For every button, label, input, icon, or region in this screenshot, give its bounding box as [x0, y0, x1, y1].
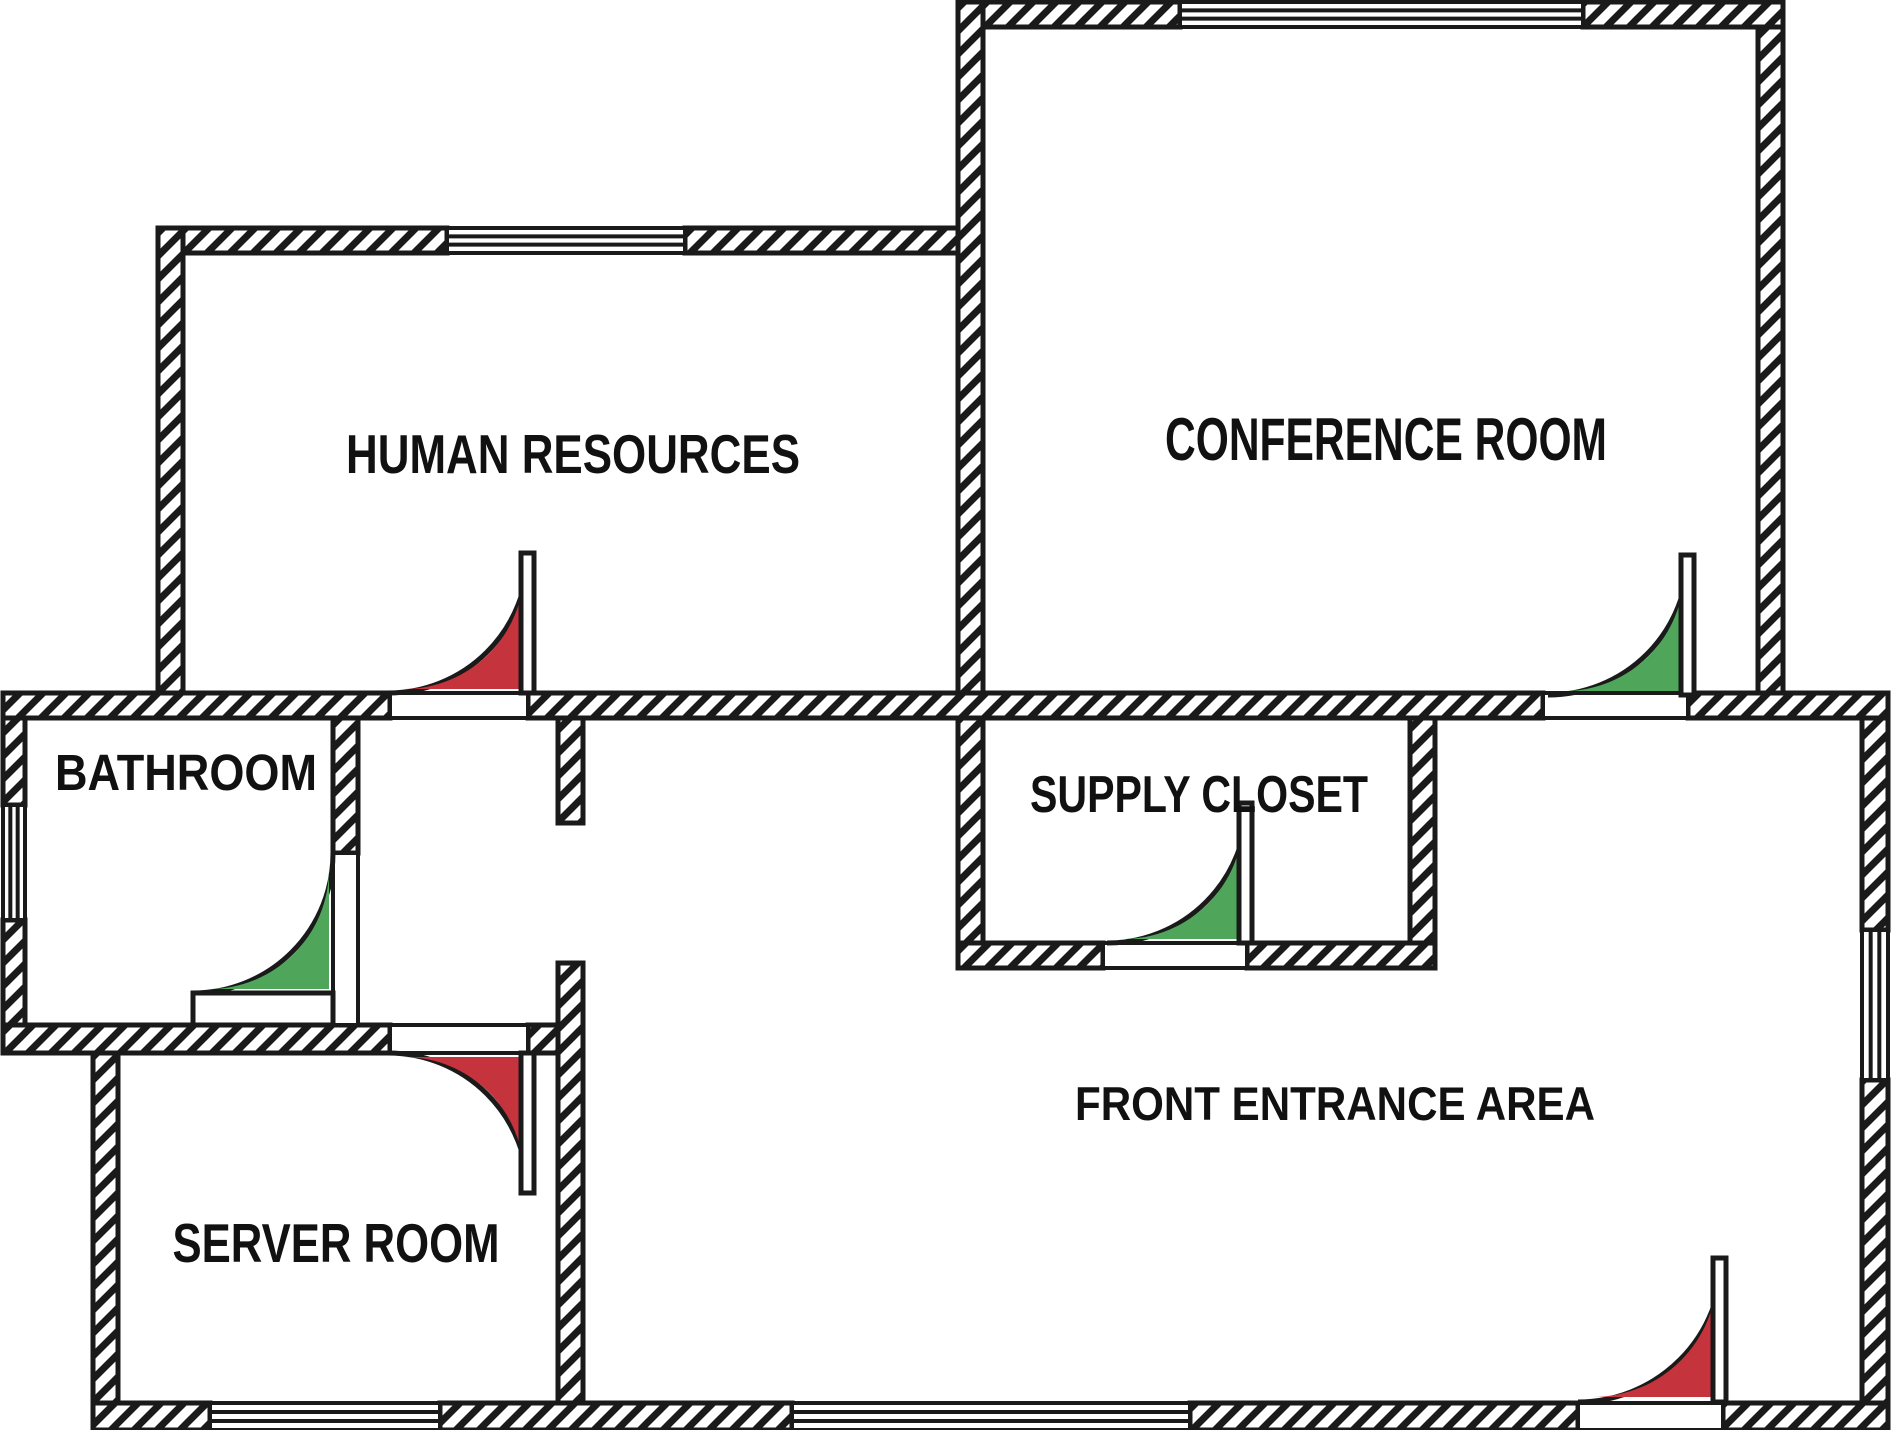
- supply-closet-door: [1106, 800, 1255, 946]
- front-entrance-door-leaf: [1710, 1255, 1729, 1405]
- bathroom-door-opening: [331, 851, 360, 1027]
- room-label-server-room: SERVER ROOM: [173, 1212, 500, 1274]
- wall-bottom-d: [1720, 1400, 1891, 1430]
- wall-bathroom-left-lower: [0, 917, 28, 1028]
- conference-window: [1178, 0, 1585, 29]
- wall-server-door-east: [525, 1022, 561, 1056]
- human-resources-door-leaf: [518, 550, 537, 696]
- room-labels-layer: HUMAN RESOURCES CONFERENCE ROOM BATHROOM SU…: [55, 406, 1607, 1274]
- wall-conference-bottom-east: [1685, 690, 1891, 721]
- bathroom-window: [1, 803, 27, 922]
- entrance-side-window-frame: [1860, 928, 1890, 1082]
- wall-bathroom-right: [330, 715, 361, 856]
- front-entrance-door-opening: [1576, 1401, 1725, 1430]
- room-label-bathroom: BATHROOM: [55, 744, 317, 801]
- server-room-door-opening: [388, 1023, 530, 1055]
- conference-room-door: [1547, 552, 1697, 698]
- bathroom-window-frame: [1, 803, 27, 922]
- wall-closet-left: [955, 715, 986, 946]
- wall-right-outer-upper: [1859, 715, 1891, 933]
- human-resources-door-status-wedge: [404, 569, 524, 689]
- bathroom-door-leaf: [190, 990, 336, 1028]
- front-entrance-door-status-wedge: [1593, 1273, 1717, 1397]
- front-entrance-door: [1577, 1255, 1729, 1405]
- supply-closet-door-leaf: [1236, 800, 1255, 946]
- room-label-human-resources: HUMAN RESOURCES: [346, 423, 800, 485]
- wall-closet-bottom-west: [955, 940, 1106, 971]
- supply-closet-door-opening: [1101, 941, 1249, 970]
- wall-corridor-right: [555, 960, 586, 1406]
- wall-hr-top-east: [682, 225, 961, 256]
- conference-room-door-opening: [1541, 691, 1690, 720]
- server-room-door: [387, 1050, 537, 1196]
- wall-closet-right: [1407, 715, 1438, 946]
- doors-layer: [190, 550, 1729, 1405]
- wall-hr-top-west: [180, 225, 450, 256]
- entrance-window: [790, 1401, 1192, 1430]
- conference-room-door-status-wedge: [1564, 571, 1684, 691]
- wall-conference-top-west: [980, 0, 1183, 30]
- bathroom-door: [190, 852, 336, 1028]
- conference-room-door-leaf: [1678, 552, 1697, 698]
- hr-window-frame: [445, 226, 687, 255]
- wall-server-left: [90, 1050, 121, 1406]
- wall-spine-mid: [525, 690, 1546, 721]
- wall-corridor-stub: [555, 715, 586, 826]
- wall-bottom-c: [1187, 1400, 1581, 1430]
- bathroom-door-status-wedge: [209, 869, 329, 989]
- wall-bottom-b: [437, 1400, 795, 1430]
- server-room-door-status-wedge: [404, 1057, 524, 1177]
- wall-conference-top-east: [1580, 0, 1786, 30]
- room-label-supply-closet: SUPPLY CLOSET: [1030, 766, 1368, 824]
- wall-right-outer-lower: [1859, 1077, 1891, 1406]
- supply-closet-door-status-wedge: [1123, 819, 1243, 939]
- human-resources-door: [387, 550, 537, 696]
- door-openings-layer: [331, 691, 1725, 1430]
- human-resources-door-opening: [388, 691, 530, 720]
- entrance-window-frame: [790, 1401, 1192, 1430]
- conference-window-frame: [1178, 0, 1585, 29]
- hr-window: [445, 226, 687, 255]
- wall-hr-left: [155, 225, 186, 696]
- server-window-frame: [208, 1401, 442, 1430]
- wall-bathroom-bottom: [0, 1022, 393, 1056]
- room-label-front-entrance-area: FRONT ENTRANCE AREA: [1075, 1077, 1595, 1130]
- wall-closet-bottom-east: [1244, 940, 1438, 971]
- wall-conference-right: [1755, 24, 1786, 696]
- wall-spine-west: [0, 690, 393, 721]
- server-room-door-leaf: [518, 1050, 537, 1196]
- bathroom-door-swing-arc: [192, 852, 336, 996]
- room-label-conference-room: CONFERENCE ROOM: [1165, 406, 1607, 473]
- entrance-side-window: [1860, 928, 1890, 1082]
- wall-bottom-a: [90, 1400, 213, 1430]
- wall-hr-conference-divider: [955, 0, 986, 696]
- wall-bathroom-left-upper: [0, 715, 28, 808]
- server-window: [208, 1401, 442, 1430]
